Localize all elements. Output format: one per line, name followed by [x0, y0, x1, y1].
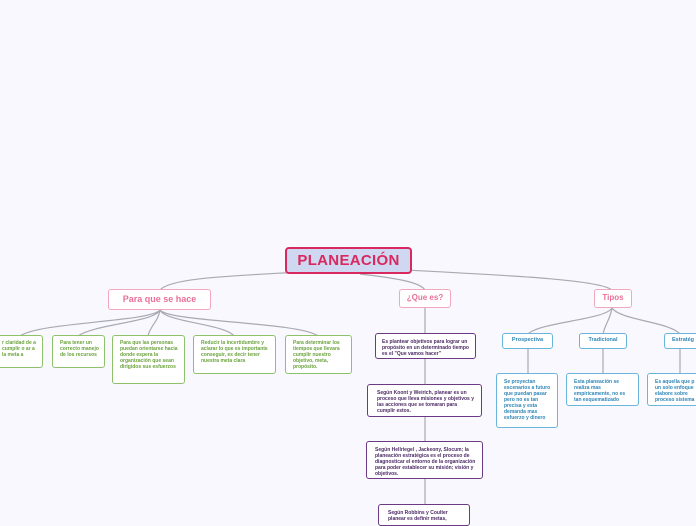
que-es-leaf-1[interactable]: Es plantear objetivos para lograr un pro…: [375, 333, 476, 359]
link-para-que-leaf-2: [77, 309, 161, 337]
link-para-que-leaf-1: [19, 309, 161, 337]
link-para-que-leaf-5: [159, 309, 319, 337]
tipos-sub-estrategica[interactable]: Estratég: [664, 333, 696, 349]
que-es-leaf-1-text: Es plantear objetivos para lograr un pro…: [382, 339, 469, 357]
tipos-leaf-estrategica[interactable]: Es aquella que p un solo enfoque elabore…: [647, 373, 696, 406]
tipos-leaf-tradicional[interactable]: Esta planeación se realiza mas empíricam…: [566, 373, 639, 406]
para-que-leaf-5[interactable]: Para determinar los tiempos que llevara …: [285, 335, 352, 374]
link-para-que-leaf-3: [147, 309, 161, 337]
que-es-leaf-4-text: Según Robbins y Coulter planear es defin…: [388, 510, 448, 522]
tipos-sub-tradicional[interactable]: Tradicional: [579, 333, 627, 349]
para-que-leaf-1-text: r claridad de a cumplir o ar a la meta a: [2, 340, 36, 358]
que-es-leaf-2-text: Según Koont y Weirich, planear es un pro…: [377, 390, 474, 414]
que-es-leaf-3-text: Según Hellriegel , Jackeony, Slocum; la …: [375, 447, 476, 477]
tipos-leaf-estrategica-text: Es aquella que p un solo enfoque elabore…: [655, 379, 695, 403]
que-es-leaf-2[interactable]: Según Koont y Weirich, planear es un pro…: [367, 384, 482, 417]
branch-tipos[interactable]: Tipos: [594, 289, 632, 308]
tipos-leaf-tradicional-text: Esta planeación se realiza mas empíricam…: [574, 379, 626, 403]
link-tipos-tradicional: [602, 307, 613, 335]
branch-que-es[interactable]: ¿Que es?: [399, 289, 451, 308]
para-que-leaf-2[interactable]: Para tener un correcto manejo de los rec…: [52, 335, 105, 368]
para-que-leaf-4[interactable]: Reducir la incertidumbre y aclarar lo qu…: [193, 335, 276, 374]
link-root-tipos: [404, 269, 613, 291]
link-para-que-leaf-4: [159, 309, 235, 337]
que-es-leaf-4[interactable]: Según Robbins y Coulter planear es defin…: [378, 504, 470, 526]
link-root-para-que: [159, 271, 301, 291]
para-que-leaf-5-text: Para determinar los tiempos que llevara …: [293, 340, 340, 370]
que-es-leaf-3[interactable]: Según Hellriegel , Jackeony, Slocum; la …: [366, 441, 483, 479]
branch-para-que-se-hace[interactable]: Para que se hace: [108, 289, 211, 310]
link-tipos-estrategica: [611, 307, 681, 335]
para-que-leaf-4-text: Reducir la incertidumbre y aclarar lo qu…: [201, 340, 268, 364]
para-que-leaf-1[interactable]: r claridad de a cumplir o ar a la meta a: [0, 335, 43, 368]
root-node-planeacion[interactable]: PLANEACIÓN: [285, 247, 412, 274]
tipos-leaf-prospectiva-text: Se proyectan escenarios a futuro que pue…: [504, 379, 551, 421]
para-que-leaf-3-text: Para que las personas puedan orientarse …: [120, 340, 178, 370]
link-tipos-prospectiva: [527, 307, 613, 335]
link-root-que-es: [359, 273, 426, 291]
para-que-leaf-3[interactable]: Para que las personas puedan orientarse …: [112, 335, 185, 384]
tipos-sub-prospectiva[interactable]: Prospectiva: [502, 333, 553, 349]
para-que-leaf-2-text: Para tener un correcto manejo de los rec…: [60, 340, 99, 358]
tipos-leaf-prospectiva[interactable]: Se proyectan escenarios a futuro que pue…: [496, 373, 558, 428]
